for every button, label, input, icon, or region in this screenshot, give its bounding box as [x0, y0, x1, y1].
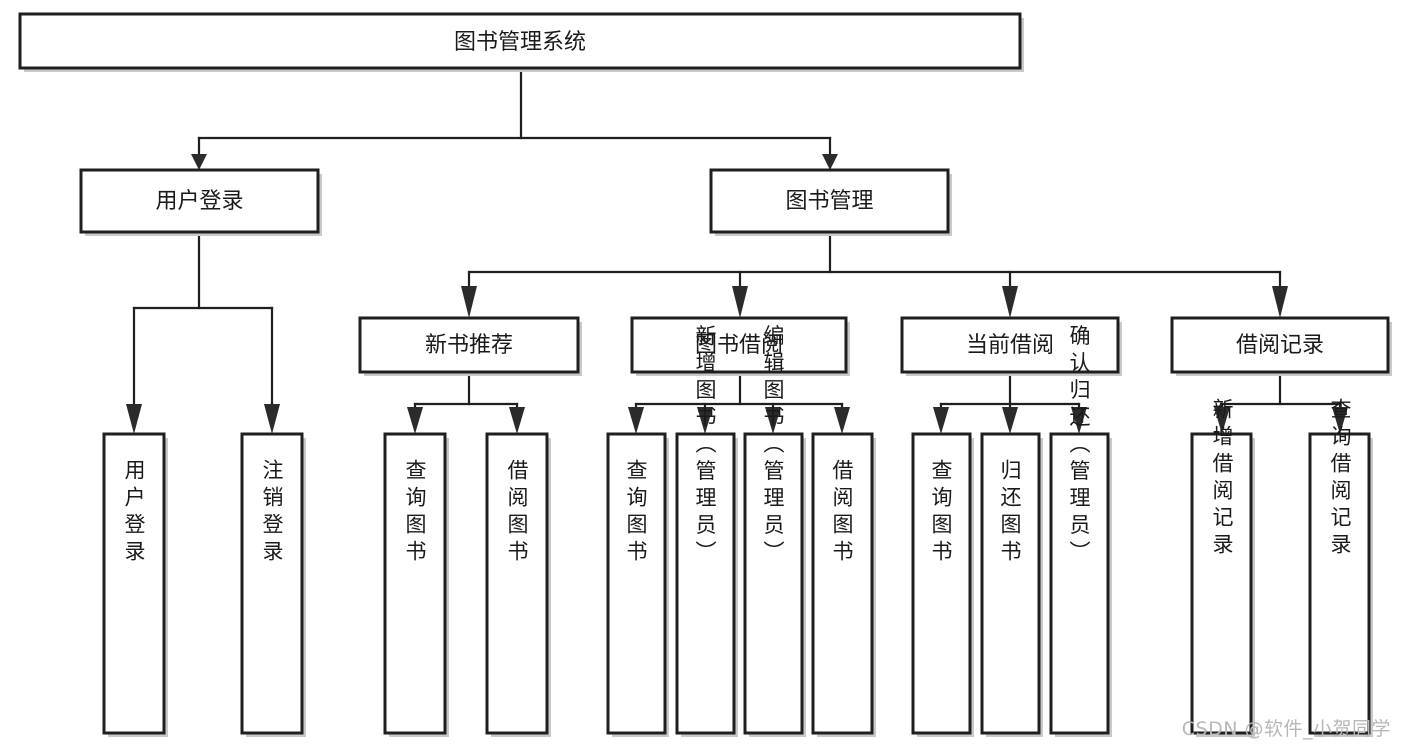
arrow-bb-leaf4	[834, 407, 850, 434]
node-book-borrow[interactable]: 图书借阅	[630, 316, 850, 376]
node-book-manage[interactable]: 图书管理	[709, 168, 952, 236]
leaf-new-book-borrow-label: 借阅图书	[505, 459, 529, 567]
arrow-newbook-leaf2	[509, 407, 525, 434]
arrow-to-book-borrow	[732, 286, 748, 318]
leaf-bb-query-book[interactable]: 查询图书	[606, 432, 669, 737]
leaf-bb-borrow-book-label: 借阅图书	[830, 459, 854, 567]
leaf-br-add-record-label: 新增借阅记录	[1210, 398, 1234, 560]
leaf-cb-query-book[interactable]: 查询图书	[911, 432, 974, 737]
arrow-to-user-login	[191, 154, 207, 170]
node-current-borrow-label: 当前借阅	[966, 333, 1054, 358]
arrow-br-leaf1	[1214, 407, 1230, 434]
node-root-label: 图书管理系统	[454, 30, 586, 55]
node-current-borrow[interactable]: 当前借阅	[900, 316, 1122, 376]
leaf-bb-add-book[interactable]: 新增图书（管理员）	[675, 325, 738, 738]
arrow-to-book-manage	[822, 154, 838, 170]
arrow-bb-leaf2	[697, 407, 713, 434]
leaf-user-login-login[interactable]: 用户登录	[102, 432, 168, 737]
connector-layer	[126, 68, 1348, 434]
leaf-br-query-record-label: 查询借阅记录	[1328, 398, 1352, 560]
node-book-borrow-label: 图书借阅	[695, 333, 783, 358]
leaf-user-login-logout[interactable]: 注销登录	[240, 432, 306, 737]
node-book-manage-label: 图书管理	[785, 189, 873, 214]
leaf-br-query-record[interactable]: 查询借阅记录	[1308, 398, 1373, 737]
arrow-to-borrow-record	[1272, 286, 1288, 318]
leaf-bb-borrow-book[interactable]: 借阅图书	[811, 432, 876, 737]
leaf-bb-add-book-label: 新增图书（管理员）	[693, 325, 717, 568]
node-borrow-record-label: 借阅记录	[1236, 333, 1324, 358]
arrow-newbook-leaf1	[407, 407, 423, 434]
arrow-bb-leaf1	[628, 407, 644, 434]
leaf-new-book-borrow[interactable]: 借阅图书	[485, 432, 551, 737]
leaf-user-login-login-label: 用户登录	[122, 459, 146, 567]
arrow-cb-leaf3	[1071, 407, 1087, 434]
arrow-bb-leaf3	[765, 407, 781, 434]
leaf-bb-query-book-label: 查询图书	[624, 459, 648, 567]
arrow-cb-leaf2	[1002, 407, 1018, 434]
leaf-new-book-query[interactable]: 查询图书	[383, 432, 449, 737]
leaf-bb-edit-book[interactable]: 编辑图书（管理员）	[743, 325, 806, 738]
leaf-br-add-record[interactable]: 新增借阅记录	[1190, 398, 1255, 737]
arrow-cb-leaf1	[933, 407, 949, 434]
node-user-login[interactable]: 用户登录	[79, 168, 322, 236]
node-borrow-record[interactable]: 借阅记录	[1170, 316, 1392, 376]
node-new-book-recommend-label: 新书推荐	[425, 333, 513, 358]
node-root[interactable]: 图书管理系统	[18, 12, 1024, 72]
arrow-to-new-book	[461, 286, 477, 318]
leaf-user-login-logout-label: 注销登录	[260, 459, 284, 567]
node-new-book-recommend[interactable]: 新书推荐	[358, 316, 582, 376]
arrow-to-current-borrow	[1002, 286, 1018, 318]
arrow-to-leaf-user-login	[126, 404, 142, 434]
leaf-cb-return-book-label: 归还图书	[998, 459, 1022, 567]
leaf-new-book-query-label: 查询图书	[403, 459, 427, 567]
arrow-br-leaf2	[1332, 407, 1348, 434]
leaf-cb-return-book[interactable]: 归还图书	[980, 432, 1043, 737]
leaf-bb-edit-book-label: 编辑图书（管理员）	[761, 325, 785, 568]
leaf-cb-confirm-return[interactable]: 确认归还（管理员）	[1049, 325, 1112, 738]
leaf-cb-confirm-return-label: 确认归还（管理员）	[1067, 325, 1091, 568]
arrow-to-leaf-logout	[264, 404, 280, 434]
node-user-login-label: 用户登录	[155, 189, 243, 214]
leaf-cb-query-book-label: 查询图书	[929, 459, 953, 567]
